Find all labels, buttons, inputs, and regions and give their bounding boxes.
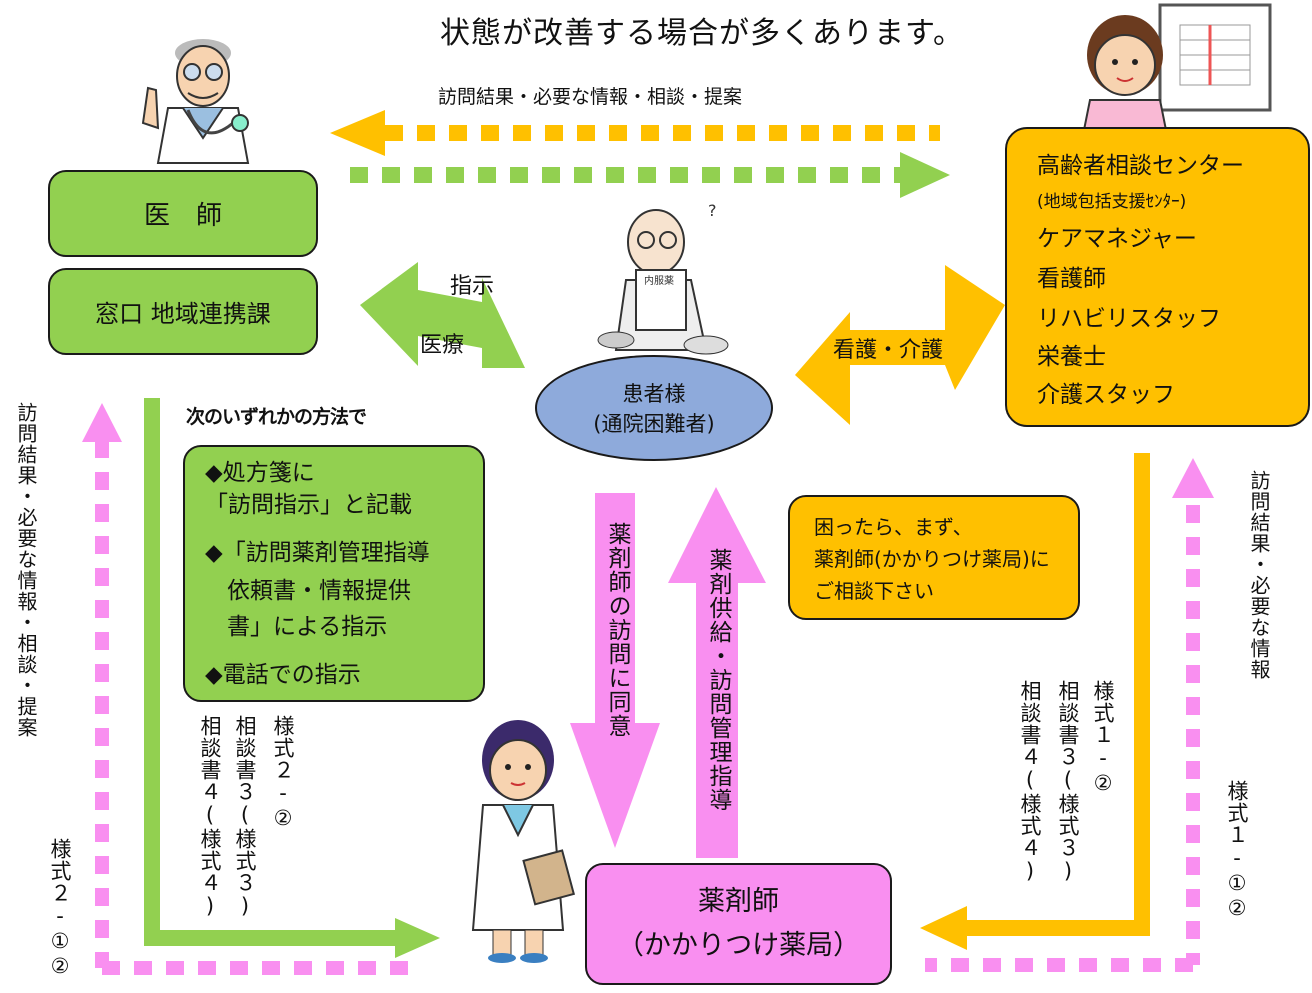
svg-text:?: ? bbox=[708, 201, 717, 220]
patient-line1: 患者様 bbox=[622, 382, 686, 406]
patient-illustration: ? 内服薬 bbox=[597, 201, 729, 355]
community-line-6: 栄養士 bbox=[1037, 344, 1106, 370]
pharmacist-illustration bbox=[471, 720, 576, 963]
doctor-contact: 窓口 地域連携課 bbox=[95, 300, 271, 328]
top-green-dotted-arrow bbox=[350, 152, 950, 198]
instruction-label: 指示 bbox=[450, 274, 495, 299]
right-consult-3: 相談書３(様式３) bbox=[1056, 680, 1080, 884]
page-heading: 状態が改善する場合が多くあります。 bbox=[440, 16, 964, 51]
top-orange-dotted-arrow bbox=[330, 110, 940, 156]
green-double-arrow bbox=[360, 262, 525, 368]
method-2-line1: ◆「訪問薬剤管理指導 bbox=[205, 540, 430, 566]
left-consult-4: 相談書４(様式４) bbox=[198, 715, 222, 919]
method-3: ◆電話での指示 bbox=[205, 662, 361, 688]
doctor-box: 医 師 bbox=[48, 170, 318, 257]
methods-intro: 次のいずれかの方法で bbox=[186, 406, 367, 428]
pharmacist-line2: （かかりつけ薬局） bbox=[616, 930, 861, 961]
patient-ellipse: 患者様 (通院困難者) bbox=[535, 355, 773, 461]
consult-line2: 薬剤師(かかりつけ薬局)に bbox=[814, 547, 1050, 571]
community-line-2: (地域包括支援ｾﾝﾀｰ) bbox=[1037, 192, 1187, 212]
left-green-l-arrow bbox=[144, 398, 440, 958]
pharmacist-line1: 薬剤師 bbox=[698, 886, 779, 917]
pink-up-arrow bbox=[668, 487, 766, 858]
method-1-line2: 「訪問指示」と記載 bbox=[205, 492, 412, 518]
left-consult-3: 相談書３(様式３) bbox=[233, 715, 257, 919]
medical-label: 医療 bbox=[420, 333, 465, 358]
right-form-1-12: 様式１-①② bbox=[1225, 780, 1249, 921]
supply-label: 薬剤供給・訪問管理指導 bbox=[705, 548, 731, 812]
community-box: 高齢者相談センター (地域包括支援ｾﾝﾀｰ) ケアマネジャー 看護師 リハビリス… bbox=[1005, 127, 1310, 427]
method-2-line3: 書」による指示 bbox=[227, 614, 388, 640]
methods-box: ◆処方箋に 「訪問指示」と記載 ◆「訪問薬剤管理指導 依頼書・情報提供 書」によ… bbox=[183, 445, 485, 702]
right-pink-dotted-arrow bbox=[925, 458, 1214, 972]
community-line-5: リハビリスタッフ bbox=[1037, 306, 1221, 332]
consult-line3: ご相談下さい bbox=[814, 579, 934, 603]
pink-down-arrow bbox=[570, 493, 660, 848]
right-form-1-2: 様式１-② bbox=[1091, 680, 1115, 796]
left-form-2-12: 様式２-①② bbox=[48, 838, 72, 979]
nursing-care-label: 看護・介護 bbox=[833, 338, 944, 363]
orange-double-arrow bbox=[795, 265, 1005, 425]
community-line-3: ケアマネジャー bbox=[1037, 226, 1197, 252]
method-2-line2: 依頼書・情報提供 bbox=[227, 578, 411, 604]
community-line-7: 介護スタッフ bbox=[1037, 382, 1175, 408]
right-consult-4: 相談書４(様式４) bbox=[1018, 680, 1042, 884]
consult-note: 困ったら、まず、 薬剤師(かかりつけ薬局)に ご相談下さい bbox=[788, 495, 1080, 620]
doctor-contact-box: 窓口 地域連携課 bbox=[48, 268, 318, 355]
top-flow-label: 訪問結果・必要な情報・相談・提案 bbox=[438, 86, 743, 108]
doctor-illustration bbox=[141, 39, 250, 164]
community-line-4: 看護師 bbox=[1037, 266, 1106, 292]
medicine-bag-label: 内服薬 bbox=[644, 274, 674, 287]
left-form-2-2: 様式２-② bbox=[271, 715, 295, 831]
consult-line1: 困ったら、まず、 bbox=[814, 515, 973, 539]
doctor-title: 医 師 bbox=[143, 201, 222, 231]
nurse-illustration bbox=[1080, 3, 1272, 140]
right-orange-l-arrow bbox=[920, 453, 1150, 950]
pharmacist-box: 薬剤師 （かかりつけ薬局） bbox=[585, 863, 892, 985]
method-1-line1: ◆処方箋に bbox=[205, 460, 315, 486]
consent-label: 薬剤師の訪問に同意 bbox=[604, 522, 630, 738]
right-outer-label: 訪問結果・必要な情報 bbox=[1247, 470, 1271, 680]
left-outer-label: 訪問結果・必要な情報・相談・提案 bbox=[14, 402, 38, 738]
left-pink-dotted-arrow bbox=[82, 403, 408, 975]
community-line-1: 高齢者相談センター bbox=[1037, 153, 1244, 179]
patient-line2: (通院困難者) bbox=[593, 412, 715, 436]
